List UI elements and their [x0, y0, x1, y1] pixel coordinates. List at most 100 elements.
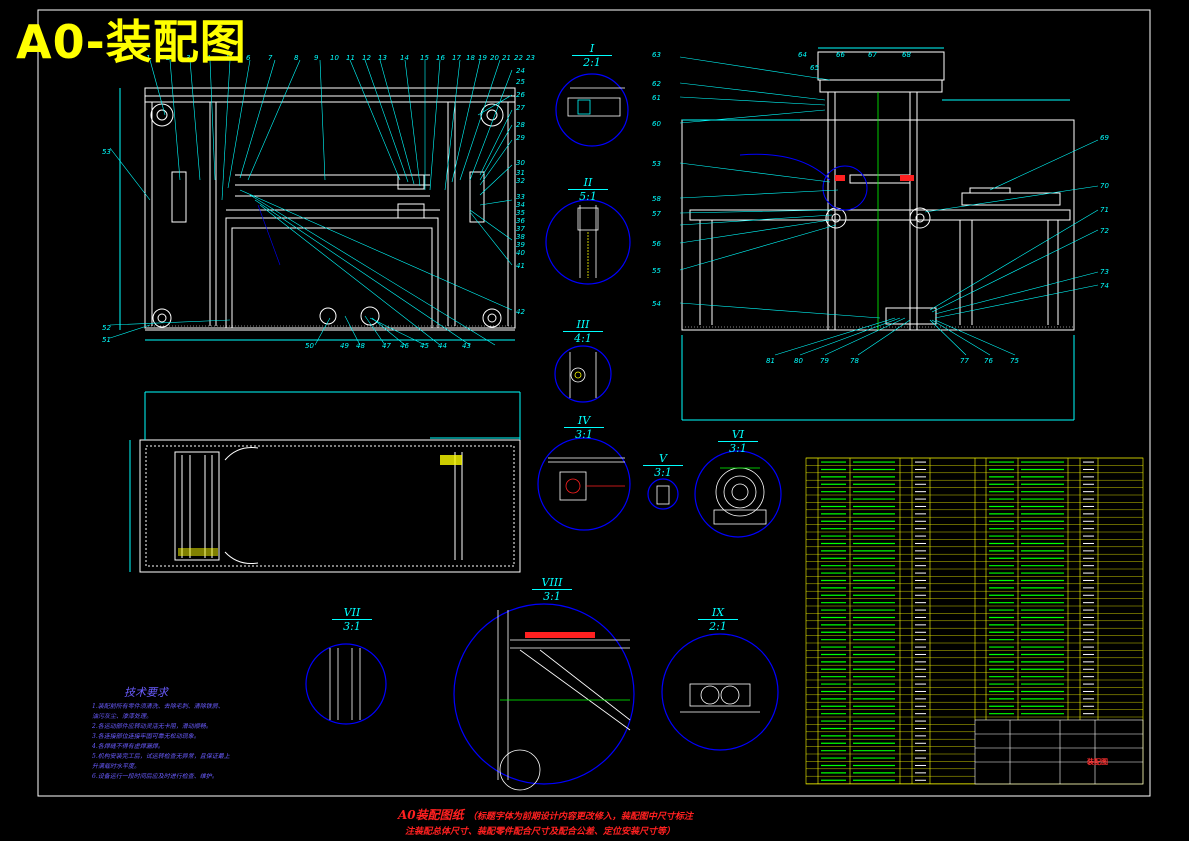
- balloon-right-25: 25: [516, 78, 525, 86]
- balloon-top-11: 11: [346, 54, 355, 62]
- balloon-57: 57: [652, 210, 661, 218]
- balloon-bottom-48: 48: [356, 342, 365, 350]
- balloon-59: 53: [652, 160, 661, 168]
- balloon-top-4: 4: [206, 54, 210, 62]
- balloon-66: 66: [836, 51, 845, 59]
- balloon-76: 76: [984, 357, 993, 365]
- title-block-drawing-name: 装配图: [1087, 758, 1108, 766]
- sheet-title: A0-装配图: [16, 15, 247, 69]
- balloon-63: 63: [652, 51, 661, 59]
- balloon-top-20: 20: [490, 54, 499, 62]
- balloon-top-16: 16: [436, 54, 445, 62]
- tech-note-line: 3.各连接部位连接牢固可靠无松动现象。: [92, 733, 200, 740]
- balloon-77: 77: [960, 357, 969, 365]
- balloon-78: 78: [850, 357, 859, 365]
- title-block: [974, 719, 1144, 785]
- side-leader-lines: [679, 56, 1099, 356]
- balloon-74: 74: [1100, 282, 1109, 290]
- tech-note-line: 6.设备运行一段时间后应及时进行检查、维护。: [92, 773, 218, 780]
- balloon-79: 79: [820, 357, 829, 365]
- balloon-54: 54: [652, 300, 661, 308]
- detail-circle-VI: [694, 450, 782, 538]
- balloon-bottom-44: 44: [438, 342, 447, 350]
- balloon-61: 61: [652, 94, 661, 102]
- balloon-right-30: 30: [516, 159, 525, 167]
- balloon-top-18: 18: [466, 54, 475, 62]
- balloon-bottom-47: 47: [382, 342, 391, 350]
- balloon-top-23: 23: [526, 54, 535, 62]
- balloon-top-9: 9: [314, 54, 319, 62]
- tech-note-line: 5.机构安装完工后，试运转检查无异常，且保证最上: [92, 753, 230, 760]
- balloon-top-3: 3: [186, 54, 190, 62]
- balloon-bottom-45: 45: [420, 342, 429, 350]
- bom-rows: [806, 457, 1143, 784]
- balloon-67: 67: [868, 51, 877, 59]
- detail-circles: [305, 73, 782, 785]
- balloon-right-32: 32: [516, 177, 525, 185]
- balloon-top-7: 7: [268, 54, 273, 62]
- balloon-left-51: 51: [102, 336, 111, 344]
- tech-note-line: 1.装配前所有零件须清洗、去除毛刺、清除铁屑、: [92, 703, 224, 710]
- balloon-left-53: 53: [102, 148, 111, 156]
- bottom-caption-line1: A0装配图纸 （标题字体为前期设计内容更改修入，装配图中尺寸标注: [398, 806, 693, 823]
- balloon-left-52: 52: [102, 324, 111, 332]
- balloon-right-39: 39: [516, 241, 525, 249]
- balloon-right-36: 36: [516, 217, 525, 225]
- balloon-right-26: 26: [516, 91, 525, 99]
- balloon-60: 60: [652, 120, 661, 128]
- detail-circle-III: [554, 345, 612, 403]
- tech-note-line: 2.各运动部件应转动灵活无卡阻，滑动顺畅。: [92, 723, 212, 730]
- balloon-top-8: 8: [294, 54, 299, 62]
- balloon-right-40: 40: [516, 249, 525, 257]
- balloon-top-12: 12: [362, 54, 371, 62]
- balloon-top-14: 14: [400, 54, 409, 62]
- balloon-top-1: 1: [146, 54, 150, 62]
- balloon-55: 55: [652, 267, 661, 275]
- top-view: [129, 391, 521, 573]
- balloon-bottom-49: 49: [340, 342, 349, 350]
- balloon-top-5: 5: [226, 54, 231, 62]
- tech-note-line: 油污灰尘、渗漆处理。: [92, 713, 153, 720]
- balloon-right-29: 29: [516, 134, 525, 142]
- front-view: [119, 87, 516, 341]
- balloon-top-13: 13: [378, 54, 387, 62]
- balloon-right-24: 24: [516, 67, 525, 75]
- balloon-65: 65: [810, 64, 819, 72]
- balloon-top-21: 21: [502, 54, 511, 62]
- balloon-right-42: 42: [516, 308, 525, 316]
- balloon-bottom-46: 46: [400, 342, 409, 350]
- balloon-80: 80: [794, 357, 803, 365]
- front-leader-lines: [109, 59, 513, 346]
- balloon-right-41: 41: [516, 262, 525, 270]
- balloon-right-38: 38: [516, 233, 525, 241]
- balloon-73: 73: [1100, 268, 1109, 276]
- detail-circle-IV: [537, 437, 631, 531]
- detail-circle-V: [647, 478, 679, 510]
- balloon-bottom-50: 50: [305, 342, 314, 350]
- front-balloon-numbers: 1 2 3 4 5 6 7 8 9 10 11 12 13 14 15 16 1…: [102, 54, 535, 350]
- balloon-bottom-43: 43: [462, 342, 471, 350]
- balloon-69: 69: [1100, 134, 1109, 142]
- tech-note-line: 升满载时水平度。: [92, 763, 141, 770]
- balloon-right-27: 27: [516, 104, 525, 112]
- detail-contents: [329, 87, 767, 791]
- balloon-right-35: 35: [516, 209, 525, 217]
- sheet-frame: [37, 9, 1151, 797]
- balloon-64: 64: [798, 51, 807, 59]
- balloon-right-34: 34: [516, 201, 525, 209]
- balloon-58: 58: [652, 195, 661, 203]
- balloon-top-2: 2: [166, 54, 171, 62]
- bottom-caption-line2: 注装配总体尺寸、装配零件配合尺寸及配合公差、定位安装尺寸等）: [405, 827, 676, 837]
- balloon-56: 56: [652, 240, 661, 248]
- detail-circle-IX: [661, 633, 779, 751]
- bottom-caption-main: A0装配图纸: [398, 808, 464, 822]
- balloon-68: 68: [902, 51, 911, 59]
